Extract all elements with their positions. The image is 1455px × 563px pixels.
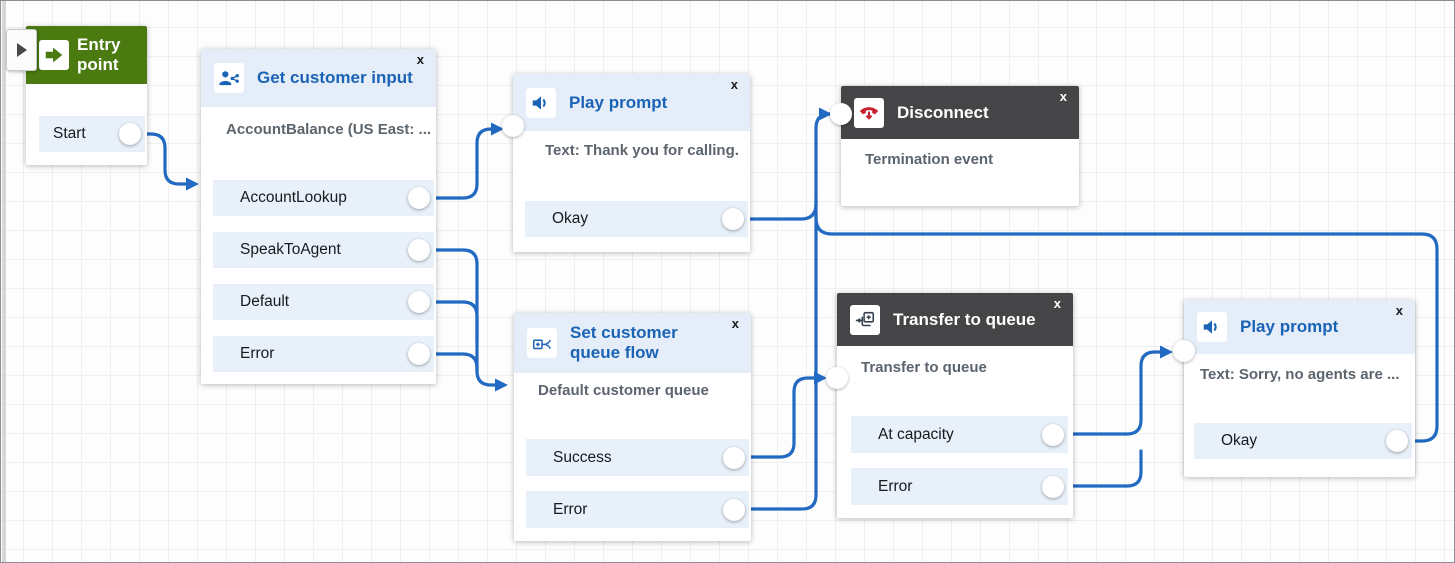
- block-title: Play prompt: [1240, 317, 1339, 337]
- output-row-success: Success: [526, 439, 749, 476]
- output-row-error: Error: [213, 336, 434, 372]
- block-title: Play prompt: [569, 92, 668, 112]
- expand-panel-button[interactable]: [6, 29, 37, 71]
- entry-point-icon: [39, 40, 69, 70]
- output-label: Error: [553, 500, 588, 518]
- edge-ttq-error-to-play-prompt-2[interactable]: [1056, 449, 1143, 488]
- close-icon[interactable]: x: [1053, 296, 1061, 311]
- input-port[interactable]: [830, 103, 852, 125]
- block-play-prompt-1[interactable]: Play prompt x Text: Thank you for callin…: [502, 74, 750, 252]
- output-row-okay: Okay: [525, 201, 748, 237]
- output-label: SpeakToAgent: [240, 241, 341, 258]
- edge-success-to-transfer-to-queue[interactable]: [734, 376, 816, 459]
- output-port-success[interactable]: [723, 446, 745, 469]
- block-title: Disconnect: [897, 102, 989, 122]
- block-disconnect[interactable]: Disconnect x Termination event: [830, 86, 1079, 206]
- edge-atcapacity-to-play-prompt-2[interactable]: [1056, 350, 1163, 436]
- output-port-error[interactable]: [1042, 475, 1064, 498]
- output-row-start: Start: [39, 116, 145, 152]
- block-subtitle: Default customer queue: [538, 382, 709, 399]
- block-title: Set customer queue flow: [570, 323, 678, 362]
- output-label: Default: [240, 293, 290, 310]
- output-port-accountlookup[interactable]: [408, 187, 430, 209]
- block-set-customer-queue-flow[interactable]: Set customer queue flow x Default custom…: [514, 313, 751, 541]
- output-port-okay[interactable]: [722, 208, 744, 230]
- block-subtitle: Text: Sorry, no agents are ...: [1200, 366, 1400, 383]
- block-transfer-to-queue[interactable]: Transfer to queue x Transfer to queue At…: [826, 293, 1073, 518]
- output-port-speaktoagent[interactable]: [408, 239, 430, 261]
- block-title: Transfer to queue: [893, 309, 1036, 329]
- play-prompt-icon: [526, 87, 556, 118]
- output-label: AccountLookup: [240, 189, 347, 206]
- output-row-default: Default: [213, 284, 434, 320]
- left-panel-strip: [2, 1, 6, 562]
- close-icon[interactable]: x: [1059, 89, 1067, 104]
- output-label: Error: [240, 345, 275, 362]
- close-icon[interactable]: x: [1395, 303, 1403, 318]
- block-subtitle: AccountBalance (US East: ...: [226, 121, 432, 138]
- edge-pp2-okay-to-disconnect[interactable]: [814, 211, 1439, 443]
- arrowhead-into-play-prompt-2: [1160, 345, 1173, 359]
- output-label: At capacity: [878, 425, 954, 443]
- output-label: Error: [878, 477, 913, 495]
- block-subtitle: Transfer to queue: [861, 359, 987, 376]
- output-row-speaktoagent: SpeakToAgent: [213, 232, 434, 268]
- input-port[interactable]: [1173, 340, 1195, 362]
- edge-start-to-get-customer-input[interactable]: [130, 132, 189, 186]
- edge-pp1-okay-to-disconnect[interactable]: [733, 197, 818, 221]
- output-port-okay[interactable]: [1386, 430, 1408, 452]
- output-label: Success: [553, 448, 612, 466]
- block-title: Get customer input: [257, 68, 413, 88]
- edge-error-to-set-queue-flow[interactable]: [419, 352, 479, 373]
- output-label: Okay: [1221, 432, 1258, 449]
- output-port-at-capacity[interactable]: [1042, 423, 1064, 446]
- arrowhead-into-disconnect: [819, 107, 832, 121]
- close-icon[interactable]: x: [416, 52, 424, 67]
- arrowhead-into-get-customer-input: [186, 177, 199, 191]
- edge-accountlookup-to-play-prompt-1[interactable]: [419, 127, 494, 200]
- play-prompt-icon: [1197, 312, 1227, 342]
- block-subtitle: Text: Thank you for calling.: [545, 142, 739, 159]
- set-customer-queue-flow-icon: [527, 328, 557, 358]
- block-title: Entry point: [77, 35, 121, 74]
- right-triangle-icon: [16, 43, 27, 57]
- get-customer-input-icon: [214, 63, 244, 93]
- output-label: Okay: [552, 210, 589, 227]
- close-icon[interactable]: x: [730, 77, 738, 92]
- arrowhead-into-set-queue-flow: [495, 378, 508, 392]
- output-port-error[interactable]: [723, 498, 745, 521]
- transfer-to-queue-icon: [850, 304, 880, 335]
- block-entry-point[interactable]: Entry point Start: [26, 26, 147, 165]
- arrowhead-into-transfer-to-queue: [814, 371, 827, 385]
- input-port[interactable]: [502, 115, 524, 137]
- output-port-start[interactable]: [119, 123, 141, 145]
- close-icon[interactable]: x: [731, 316, 739, 331]
- output-port-error[interactable]: [408, 343, 430, 365]
- block-play-prompt-2[interactable]: Play prompt x Text: Sorry, no agents are…: [1173, 300, 1415, 477]
- output-label: Start: [53, 125, 86, 142]
- arrowhead-into-play-prompt-1: [491, 122, 504, 136]
- output-row-okay: Okay: [1194, 423, 1412, 459]
- edge-default-to-set-queue-flow[interactable]: [419, 300, 479, 343]
- disconnect-icon: [854, 97, 884, 128]
- output-row-error: Error: [851, 468, 1068, 505]
- output-row-error: Error: [526, 491, 749, 528]
- input-port[interactable]: [826, 367, 848, 389]
- block-subtitle: Termination event: [865, 151, 994, 168]
- output-row-at-capacity: At capacity: [851, 416, 1068, 453]
- output-port-default[interactable]: [408, 291, 430, 313]
- block-get-customer-input[interactable]: Get customer input x AccountBalance (US …: [201, 49, 436, 384]
- output-row-accountlookup: AccountLookup: [213, 180, 434, 216]
